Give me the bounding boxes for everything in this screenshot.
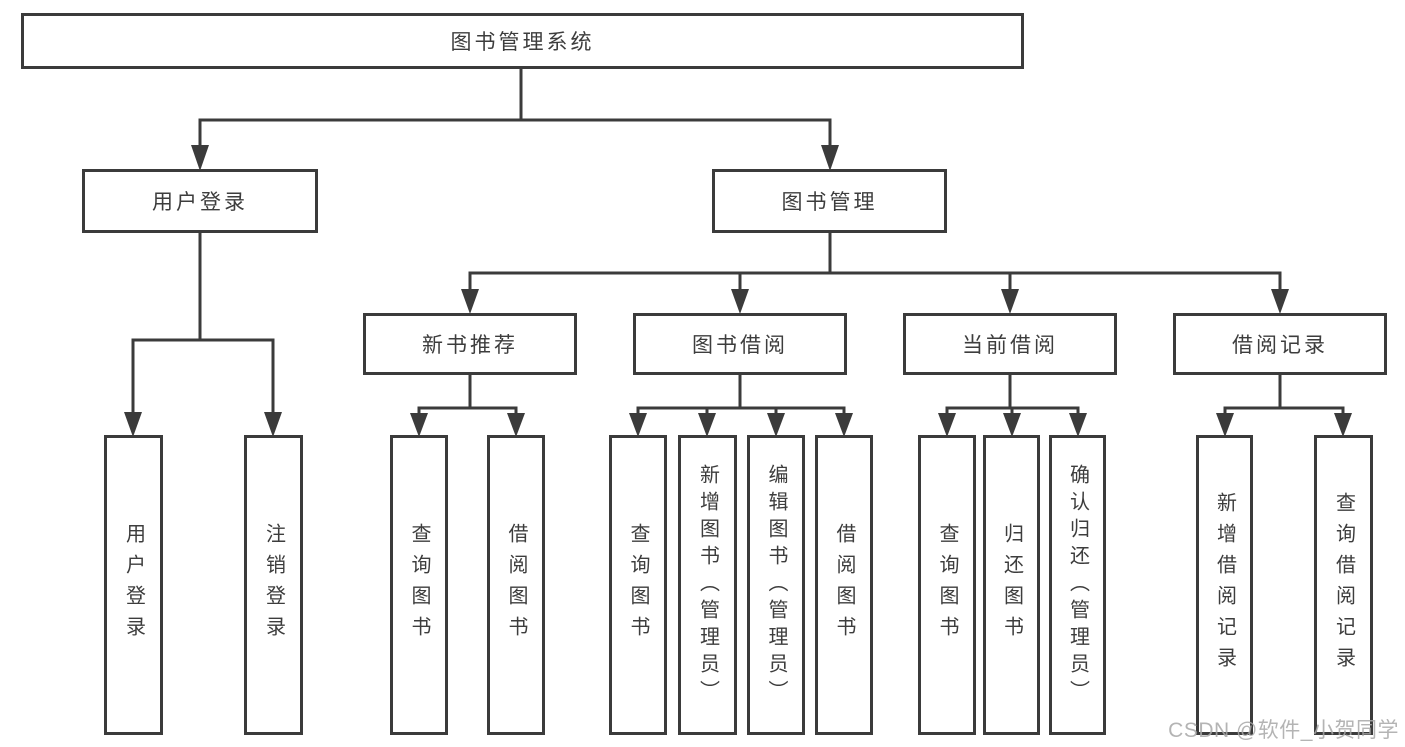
leaf-rec-query-books-label: 查询图书 [408,523,430,647]
csdn-watermark: CSDN @软件_小贺同学 [1168,719,1399,742]
leaf-bb-edit-books-admin: 编辑图书（管理员） [747,435,805,735]
leaf-bb-query-books: 查询图书 [609,435,667,735]
node-current-borrow: 当前借阅 [903,313,1117,375]
leaf-cb-confirm-return-admin-label: 确认归还（管理员） [1066,463,1089,707]
leaf-br-query-record: 查询借阅记录 [1314,435,1373,735]
leaf-logout-label: 注销登录 [262,523,285,647]
leaf-br-add-record: 新增借阅记录 [1196,435,1253,735]
leaf-user-login: 用户登录 [104,435,163,735]
leaf-cb-confirm-return-admin: 确认归还（管理员） [1049,435,1106,735]
node-book-borrow: 图书借阅 [633,313,847,375]
node-root: 图书管理系统 [21,13,1024,69]
leaf-rec-query-books: 查询图书 [390,435,448,735]
node-book-mgmt-label: 图书管理 [781,191,878,214]
node-borrow-records-label: 借阅记录 [1232,334,1328,357]
node-user-login-label: 用户登录 [152,191,248,214]
leaf-cb-query-books: 查询图书 [918,435,976,735]
leaf-br-add-record-label: 新增借阅记录 [1213,492,1236,678]
leaf-bb-add-books-admin-label: 新增图书（管理员） [696,463,719,707]
leaf-logout: 注销登录 [244,435,303,735]
leaf-rec-borrow-books: 借阅图书 [487,435,545,735]
node-root-label: 图书管理系统 [450,31,595,54]
node-book-borrow-label: 图书借阅 [692,334,788,357]
node-borrow-records: 借阅记录 [1173,313,1387,375]
node-book-mgmt: 图书管理 [712,169,947,233]
node-user-login: 用户登录 [82,169,318,233]
leaf-cb-return-books-label: 归还图书 [1000,523,1023,647]
leaf-br-query-record-label: 查询借阅记录 [1332,492,1355,678]
leaf-cb-query-books-label: 查询图书 [936,523,958,647]
leaf-bb-edit-books-admin-label: 编辑图书（管理员） [765,463,787,707]
node-new-book-rec: 新书推荐 [363,313,577,375]
leaf-bb-query-books-label: 查询图书 [627,523,649,647]
leaf-bb-add-books-admin: 新增图书（管理员） [678,435,737,735]
node-current-borrow-label: 当前借阅 [962,334,1058,357]
node-new-book-rec-label: 新书推荐 [422,334,518,357]
leaf-bb-borrow-books-label: 借阅图书 [833,523,855,647]
leaf-user-login-label: 用户登录 [122,523,145,647]
leaf-bb-borrow-books: 借阅图书 [815,435,873,735]
leaf-cb-return-books: 归还图书 [983,435,1040,735]
leaf-rec-borrow-books-label: 借阅图书 [505,523,527,647]
